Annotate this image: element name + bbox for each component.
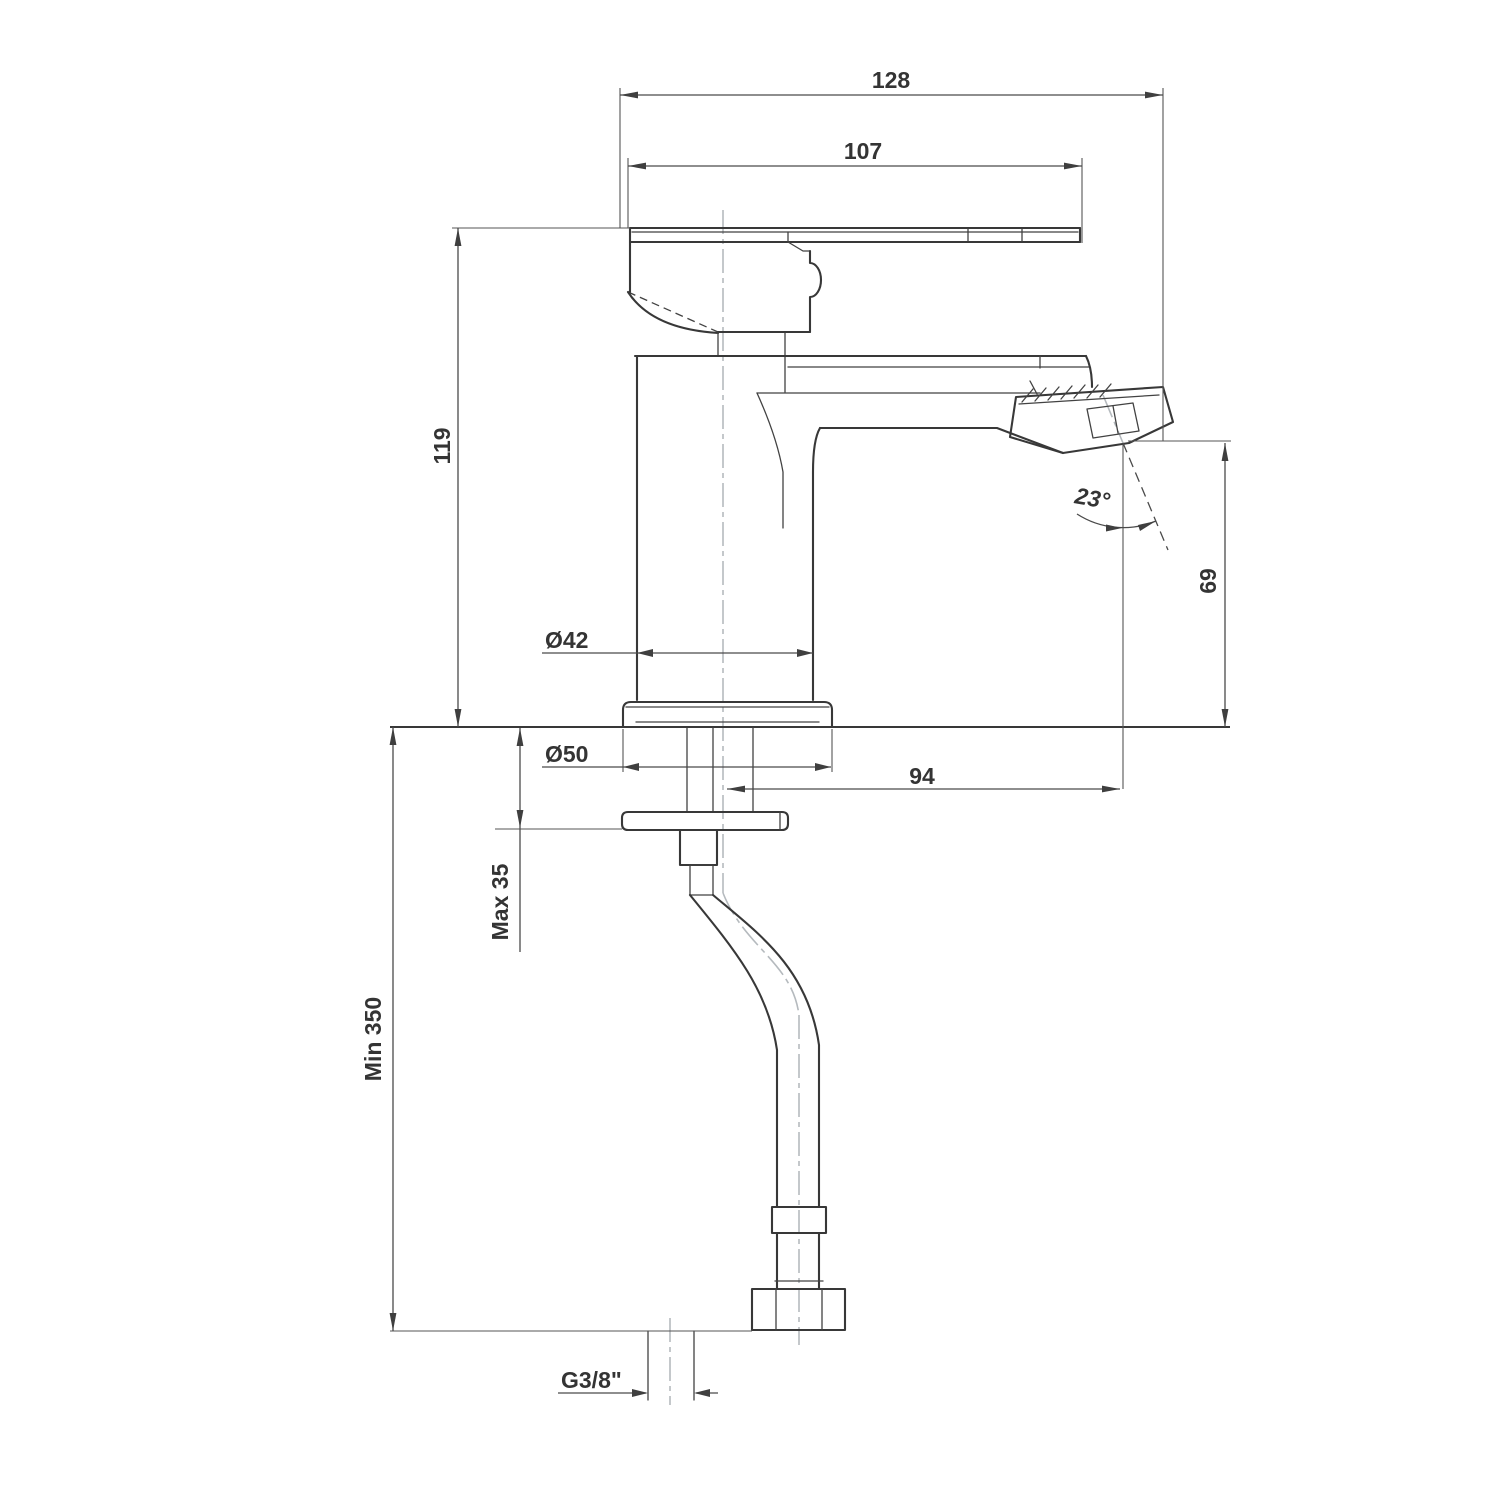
wall-inlet-stub [647,1330,695,1401]
body-column [635,354,815,702]
extension-lines [390,88,1231,1332]
dim-label-thread-size: G3/8" [561,1367,622,1393]
hose-nut [750,1287,847,1332]
dim-label-body-diameter: Ø42 [545,627,588,653]
dim-label-base-diameter: Ø50 [545,741,588,767]
mounting-nut [678,828,719,896]
dim-label-hose-length: Min 350 [360,997,386,1081]
centerlines [669,210,1124,1405]
dim-label-spout-angle: 23° [1072,482,1113,514]
neck [717,332,786,393]
base-flange [621,700,834,729]
supply-hose [688,893,847,1332]
below-deck-installation [620,727,847,1401]
threaded-shank [686,727,754,813]
faucet-body [621,226,1175,729]
dim-label-outlet-height: 69 [1195,568,1221,594]
cap-side-with-button [808,249,823,334]
spout-stream-centerline [1102,394,1124,444]
mounting-washer [620,810,790,832]
dimension-labels: 128 107 119 Ø42 Ø50 94 69 23° Max 35 Min… [360,67,1221,1393]
cartridge-cap [626,226,823,335]
dim-label-spout-reach: 94 [909,763,935,789]
aerator-insert [1086,402,1140,439]
dim-label-overall-depth: 128 [872,67,911,93]
dim-label-height: 119 [429,427,455,464]
hose-coupling [770,1205,828,1235]
aerator-knurling [1021,383,1112,403]
lever-handle [628,226,1082,244]
spout-body [633,354,1094,529]
dim-label-deck-thickness: Max 35 [487,863,513,940]
dimension-lines [389,91,1229,1397]
dim-label-handle-length: 107 [844,138,882,164]
spout-front-face [1084,354,1094,389]
angle-annotation [1076,442,1169,551]
angle-reference-line [1122,442,1169,551]
